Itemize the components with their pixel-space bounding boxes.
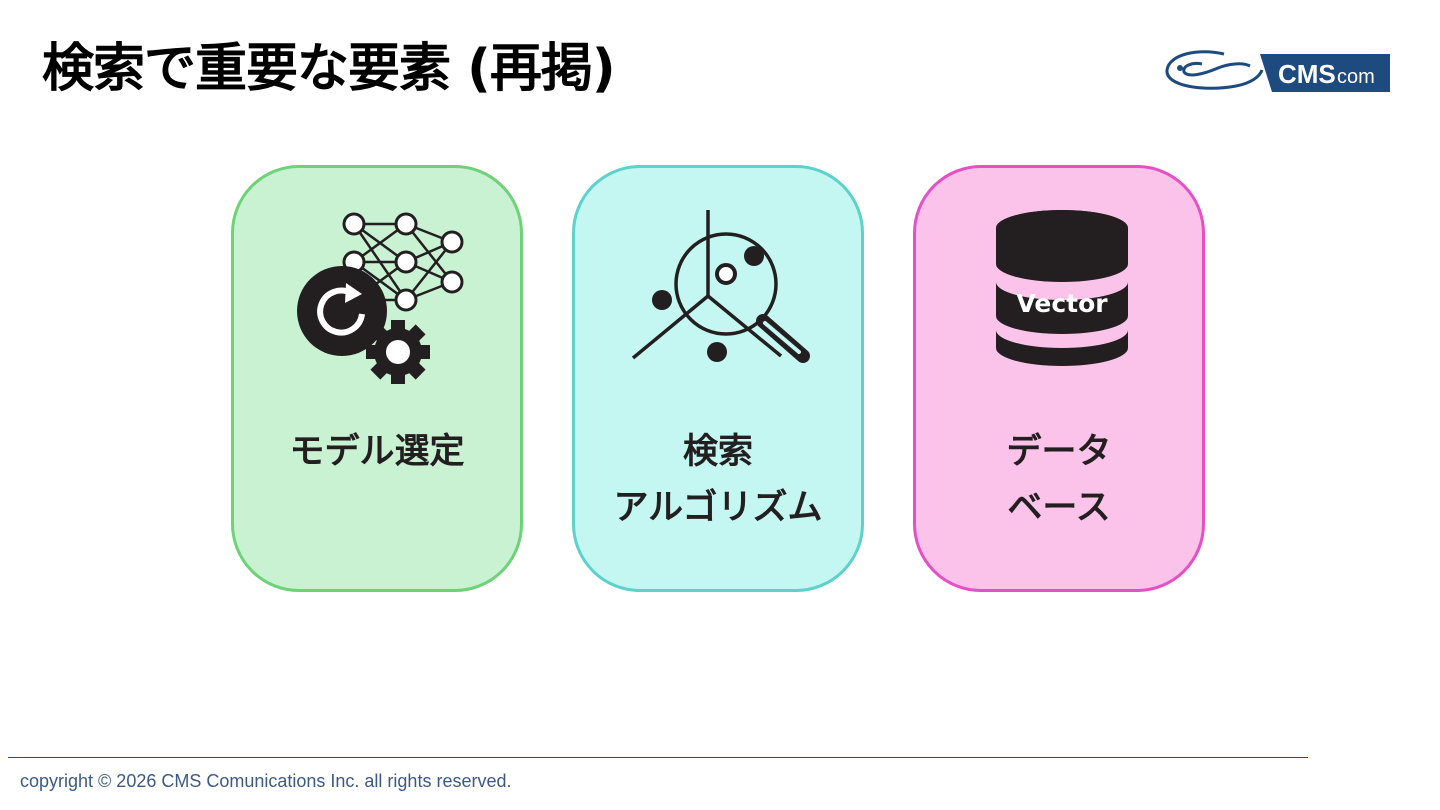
- vector-search-magnifier-icon: [631, 210, 810, 363]
- vector-database-icon: Vector: [996, 210, 1128, 366]
- card-label-line: アルゴリズム: [613, 488, 823, 528]
- card-search-algorithm: 検索 アルゴリズム: [572, 165, 864, 592]
- logo-eye-dot: [1177, 65, 1183, 71]
- card-label-line: ベース: [1007, 488, 1111, 528]
- card-label-database: データ ベース: [916, 424, 1202, 536]
- card-database: Vector データ ベース: [913, 165, 1205, 592]
- cms-logo: CMS com: [1165, 50, 1390, 92]
- logo-suffix-text: com: [1337, 66, 1375, 88]
- vector-label-text: Vector: [1016, 289, 1108, 318]
- logo-banner: [1260, 54, 1390, 92]
- card-label-model: モデル選定: [234, 424, 520, 480]
- card-label-line: 検索: [682, 432, 753, 472]
- card-model-selection: モデル選定: [231, 165, 523, 592]
- footer-divider: [8, 757, 1308, 758]
- card-label-line: データ: [1006, 432, 1112, 472]
- card-label-line: モデル選定: [289, 432, 465, 472]
- logo-brand-text: CMS: [1278, 59, 1336, 89]
- neural-network-gear-icon: [297, 212, 464, 384]
- card-label-search: 検索 アルゴリズム: [575, 424, 861, 536]
- swoosh-icon: [1165, 50, 1264, 90]
- footer-copyright: copyright © 2026 CMS Comunications Inc. …: [20, 771, 512, 791]
- slide-title: 検索で重要な要素 (再掲): [42, 39, 616, 99]
